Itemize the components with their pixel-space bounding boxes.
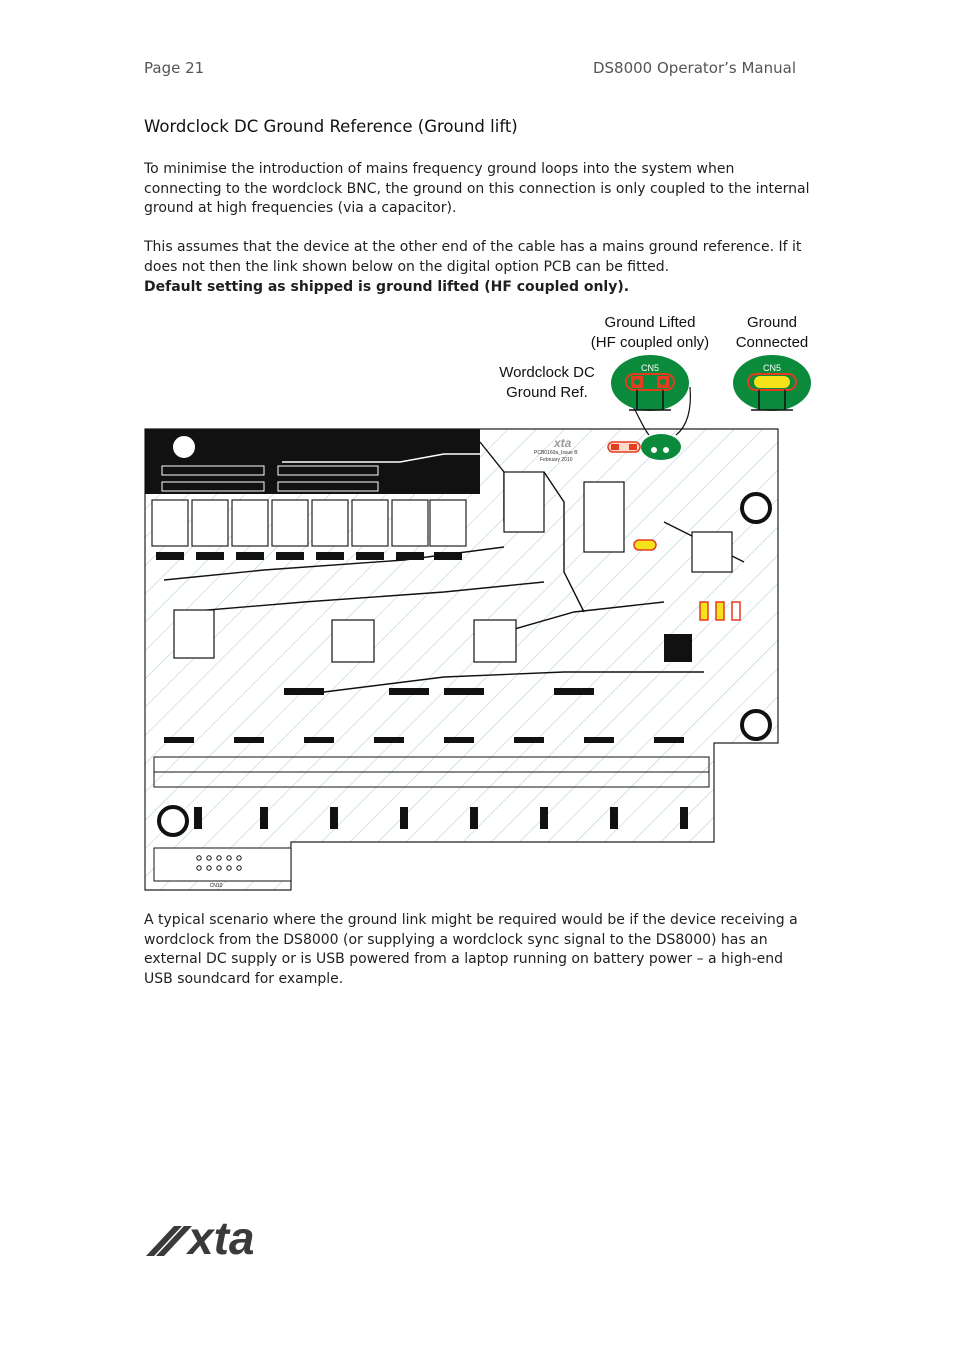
mounting-hole [157, 805, 189, 837]
pcb-date: February 2010 [540, 457, 573, 463]
svg-text:CN5: CN5 [641, 363, 659, 373]
intro-paragraph: To minimise the introduction of mains fr… [144, 161, 810, 217]
chip-u19 [664, 634, 692, 662]
label-wordclock-1: Wordclock DC [499, 364, 595, 381]
section-title: Wordclock DC Ground Reference (Ground li… [144, 117, 518, 136]
mounting-hole [169, 432, 199, 462]
scenario-paragraph: A typical scenario where the ground link… [144, 912, 798, 987]
label-wordclock-2: Ground Ref. [506, 384, 588, 401]
cn5-board-marker [641, 434, 681, 460]
on-board-jumper-yellow [633, 539, 657, 551]
xta-logo: xta [146, 1212, 330, 1264]
link-paragraph: This assumes that the device at the othe… [144, 239, 802, 275]
callout-ground-lifted: CN5 [611, 355, 689, 411]
mounting-hole [740, 492, 772, 524]
svg-text:CN5: CN5 [763, 363, 781, 373]
label-ground-lifted-2: (HF coupled only) [591, 334, 709, 351]
logo-text: xta [185, 1218, 254, 1258]
connector-cn10-label: CN10 [210, 883, 223, 889]
mounting-hole [740, 709, 772, 741]
pcb-part-number: PCB0160a_Issue B [534, 450, 578, 456]
on-board-jumper-red [607, 441, 641, 453]
pcb-figure: CN10 xta PCB0160a_Issue B February 2010 [144, 312, 814, 892]
manual-title: DS8000 Operator’s Manual [592, 59, 796, 77]
on-board-jumper-pair [699, 601, 741, 621]
page-number: Page 21 [144, 59, 205, 77]
label-ground-connected-2: Connected [736, 334, 809, 351]
callout-ground-connected: CN5 [733, 355, 811, 411]
label-ground-lifted-1: Ground Lifted [605, 314, 696, 331]
default-setting-note: Default setting as shipped is ground lif… [144, 279, 630, 295]
connector-cn10 [153, 847, 292, 882]
label-ground-connected-1: Ground [747, 314, 797, 331]
pcb-logo: xta [553, 436, 572, 450]
